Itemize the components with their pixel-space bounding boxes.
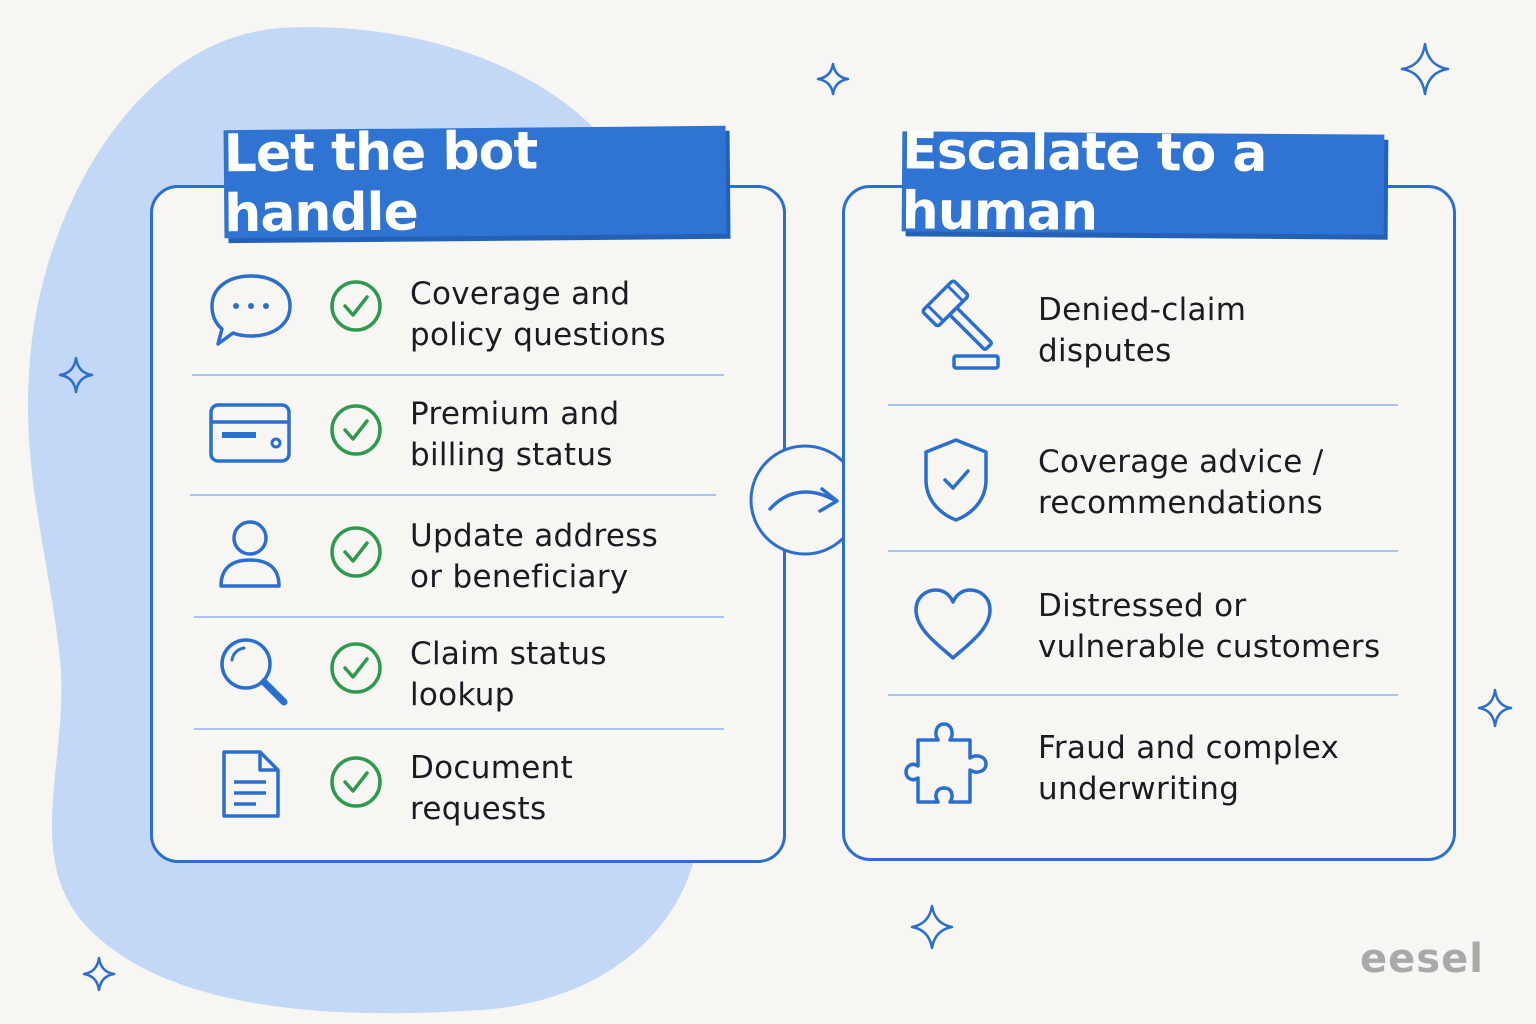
bot-item-update-address: Update address or beneficiary	[410, 516, 658, 598]
bot-item-claim-status: Claim status lookup	[410, 634, 607, 716]
human-item-fraud: Fraud and complex underwriting	[1038, 728, 1339, 810]
item-line: Distressed or	[1038, 588, 1247, 624]
row-divider	[194, 616, 724, 618]
sparkle-icon	[58, 356, 94, 394]
item-line: requests	[410, 791, 547, 827]
row-divider	[194, 728, 724, 730]
item-line: Coverage and	[410, 276, 631, 312]
human-item-denied-claim: Denied-claim disputes	[1038, 290, 1246, 372]
heart-icon	[914, 588, 992, 660]
escalate-human-title: Escalate to a human	[902, 121, 1385, 243]
item-line: vulnerable customers	[1038, 629, 1381, 665]
row-divider	[888, 550, 1398, 552]
brand-logo: eesel	[1360, 936, 1484, 982]
check-icon	[330, 404, 382, 456]
item-line: Fraud and complex	[1038, 730, 1340, 766]
shield-check-icon	[924, 438, 988, 522]
sparkle-icon	[82, 956, 116, 992]
check-icon	[330, 280, 382, 332]
puzzle-icon	[904, 722, 988, 804]
bot-item-premium-billing: Premium and billing status	[410, 394, 619, 476]
item-line: billing status	[410, 437, 613, 473]
item-line: Document	[410, 750, 574, 786]
check-icon	[330, 526, 382, 578]
row-divider	[192, 374, 724, 376]
sparkle-icon	[910, 904, 954, 950]
magnifier-icon	[220, 638, 288, 706]
item-line: policy questions	[410, 317, 666, 353]
sparkle-icon	[1477, 688, 1513, 728]
human-item-distressed: Distressed or vulnerable customers	[1038, 586, 1380, 668]
escalate-human-panel	[842, 185, 1456, 861]
item-line: underwriting	[1038, 771, 1240, 807]
sparkle-icon	[816, 62, 850, 96]
sparkle-icon	[1400, 42, 1450, 96]
human-item-coverage-advice: Coverage advice / recommendations	[1038, 442, 1324, 524]
credit-card-icon	[209, 403, 291, 463]
row-divider	[190, 494, 716, 496]
gavel-icon	[921, 279, 1000, 370]
item-line: Premium and	[410, 396, 620, 432]
document-icon	[222, 750, 280, 818]
check-icon	[330, 756, 382, 808]
item-line: Claim status	[410, 636, 607, 672]
item-line: lookup	[410, 677, 515, 713]
bot-handle-title: Let the bot handle	[223, 121, 727, 244]
item-line: recommendations	[1038, 485, 1323, 521]
bot-item-coverage-policy: Coverage and policy questions	[410, 274, 666, 356]
row-divider	[888, 694, 1398, 696]
item-line: disputes	[1038, 333, 1172, 369]
bot-item-document-requests: Document requests	[410, 748, 573, 830]
item-line: Coverage advice /	[1038, 444, 1324, 480]
item-line: Denied-claim	[1038, 292, 1247, 328]
row-divider	[888, 404, 1398, 406]
chat-bubble-icon	[210, 274, 292, 346]
check-icon	[330, 642, 382, 694]
item-line: Update address	[410, 518, 659, 554]
item-line: or beneficiary	[410, 559, 629, 595]
user-icon	[219, 520, 281, 588]
